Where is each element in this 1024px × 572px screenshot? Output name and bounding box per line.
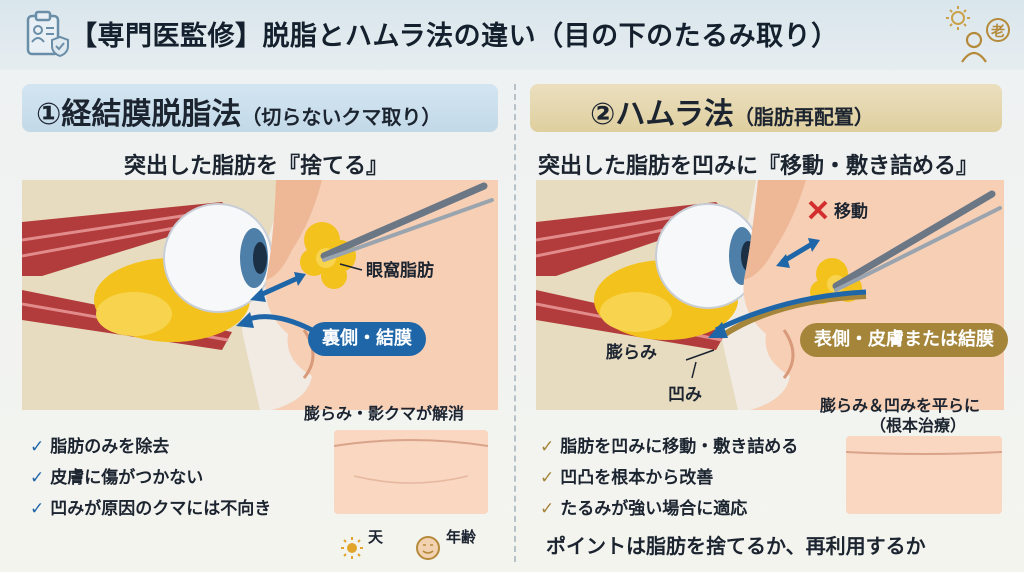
sun-icon xyxy=(341,537,363,559)
list-item: ✓たるみが強い場合に適応 xyxy=(540,499,748,519)
method-subtitle: （切らないクマ取り） xyxy=(241,105,442,129)
list-item: ✓凹みが原因のクマには不向き xyxy=(30,499,272,519)
method-header-hamra: ②ハムラ法（脂肪再配置） xyxy=(530,84,1002,132)
legend-sun-label: 天 xyxy=(368,528,384,546)
move-label: 移動 xyxy=(834,201,868,222)
hollow-label: 凹み xyxy=(668,385,702,405)
eye-anatomy-diagram-right: 膨らみ 凹み 移動 xyxy=(536,180,1004,410)
check-icon: ✓ xyxy=(30,437,45,457)
svg-text:老: 老 xyxy=(991,23,1005,40)
check-icon: ✓ xyxy=(30,499,45,519)
method-title: ②ハムラ法 xyxy=(590,97,734,132)
checklist-transconjunctival: ✓脂肪のみを除去 ✓皮膚に傷がつかない ✓凹みが原因のクマには不向き xyxy=(30,432,271,525)
skin-result-swatch xyxy=(334,430,488,514)
key-point-footer: ポイントは脂肪を捨てるか、再利用するか xyxy=(546,534,926,558)
orbital-fat-label: 眼窩脂肪 xyxy=(366,260,434,281)
eye-anatomy-diagram-left: 眼窩脂肪 xyxy=(22,180,498,410)
page-title: 【専門医監修】脱脂とハムラ法の違い（目の下のたるみ取り） xyxy=(70,21,839,52)
list-item: ✓脂肪のみを除去 xyxy=(30,437,170,457)
check-icon: ✓ xyxy=(540,437,555,457)
column-divider xyxy=(514,84,516,562)
clipboard-shield-icon xyxy=(26,10,69,58)
title-bar xyxy=(0,0,1024,70)
route-pill-conjunctiva: 裏側・結膜 xyxy=(308,322,426,356)
legend-age-label: 年齢 xyxy=(446,528,477,546)
result-caption-sub: （根本治療） xyxy=(870,416,967,435)
check-icon: ✓ xyxy=(540,468,555,488)
elderly-face-icon xyxy=(416,536,440,560)
skin-result-swatch xyxy=(846,436,1002,514)
method-caption: 突出した脂肪を『捨てる』 xyxy=(124,154,389,179)
method-title: ①経結膜脱脂法 xyxy=(36,97,242,132)
cross-icon xyxy=(808,200,828,220)
checklist-hamra: ✓脂肪を凹みに移動・敷き詰める ✓凹凸を根本から改善 ✓たるみが強い場合に適応 xyxy=(540,432,798,525)
list-item: ✓皮膚に傷がつかない xyxy=(30,468,204,488)
bulge-label: 膨らみ xyxy=(606,342,657,363)
list-item: ✓凹凸を根本から改善 xyxy=(540,468,714,488)
check-icon: ✓ xyxy=(30,468,45,488)
check-icon: ✓ xyxy=(540,499,555,519)
method-subtitle: （脂肪再配置） xyxy=(733,105,874,129)
route-pill-skin-or-conjunctiva: 表側・皮膚または結膜 xyxy=(800,323,1008,357)
list-item: ✓脂肪を凹みに移動・敷き詰める xyxy=(540,437,799,457)
result-caption: 膨らみ＆凹みを平らに xyxy=(820,396,981,415)
result-caption: 膨らみ・影クマが解消 xyxy=(304,404,465,423)
method-header-transconjunctival: ①経結膜脱脂法（切らないクマ取り） xyxy=(22,84,498,132)
sun-age-icon: 老 xyxy=(946,6,1010,63)
method-caption: 突出した脂肪を凹みに『移動・敷き詰める』 xyxy=(538,154,979,179)
